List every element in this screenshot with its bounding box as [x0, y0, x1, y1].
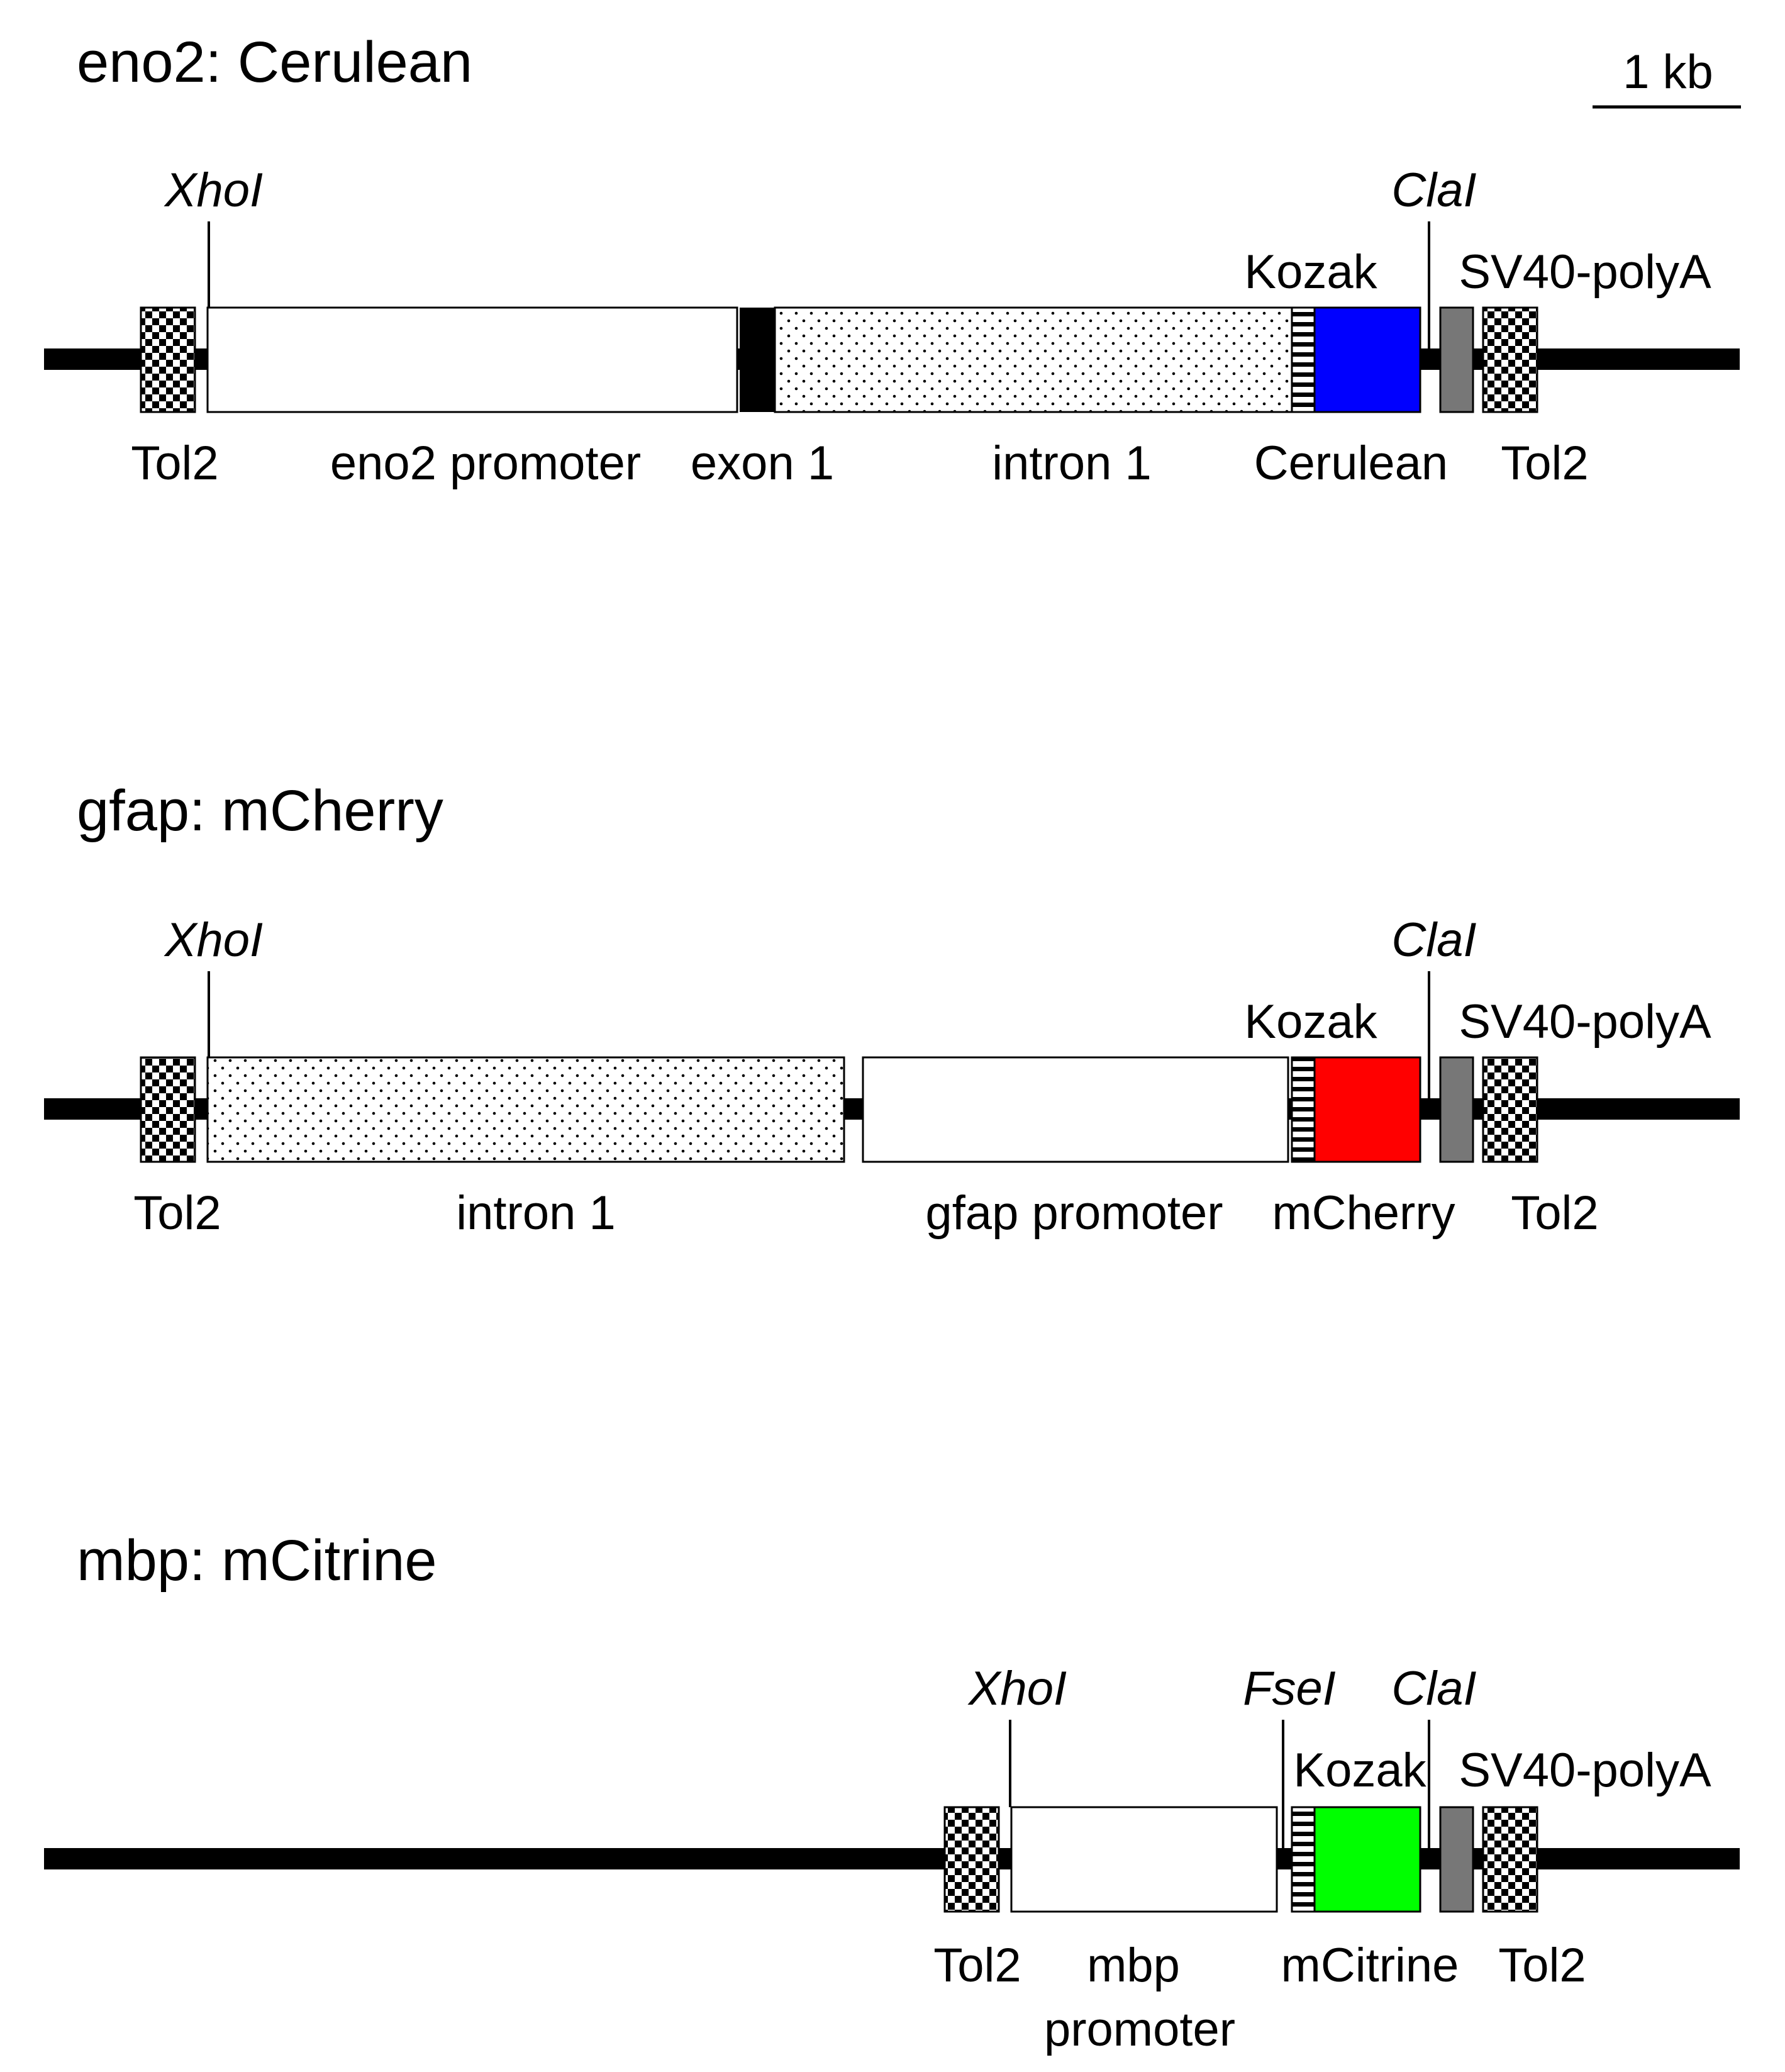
cerulean-box: [1313, 306, 1421, 413]
tol2-left-label: Tol2: [131, 437, 218, 490]
promoter-label-line2: promoter: [1044, 2003, 1235, 2056]
reporter-label: mCitrine: [1281, 1939, 1459, 1992]
scale-bar-label: 1 kb: [1623, 45, 1713, 99]
tol2-right-box: [1482, 1806, 1538, 1913]
promoter-label-line1: mbp: [1087, 1939, 1180, 1992]
construct-title: mbp: mCitrine: [77, 1529, 437, 1593]
sv40-polya-label: SV40-polyA: [1459, 245, 1711, 299]
construct-eno2-cerulean: eno2: Cerulean XhoI ClaI Kozak SV40-poly…: [44, 30, 1740, 490]
xhoi-label: XhoI: [164, 164, 263, 217]
xhoi-label: XhoI: [967, 1662, 1067, 1715]
tol2-right-label: Tol2: [1498, 1939, 1586, 1992]
clai-label: ClaI: [1391, 164, 1476, 217]
reporter-label: mCherry: [1272, 1186, 1455, 1240]
eno2-promoter-box: [206, 306, 738, 413]
tol2-right-label: Tol2: [1501, 437, 1588, 490]
construct-title: gfap: mCherry: [77, 779, 443, 843]
tol2-left-box: [140, 306, 196, 413]
exon-label: exon 1: [691, 437, 834, 490]
sv40-polya-box: [1439, 1056, 1474, 1163]
fsei-label: FseI: [1243, 1662, 1336, 1715]
sv40-polya-label: SV40-polyA: [1459, 995, 1711, 1049]
gfap-promoter-box: [862, 1056, 1289, 1163]
kozak-label: Kozak: [1293, 1744, 1426, 1797]
sv40-polya-label: SV40-polyA: [1459, 1744, 1711, 1797]
kozak-label: Kozak: [1244, 995, 1377, 1049]
mcherry-box: [1313, 1056, 1421, 1163]
tol2-left-box: [140, 1056, 196, 1163]
intron-label: intron 1: [992, 437, 1152, 490]
xhoi-label: XhoI: [164, 913, 263, 967]
exon1-box: [740, 308, 775, 412]
scale-bar: 1 kb: [1593, 45, 1741, 109]
clai-label: ClaI: [1391, 1662, 1476, 1715]
mcitrine-box: [1313, 1806, 1421, 1913]
construct-gfap-mcherry: gfap: mCherry XhoI ClaI Kozak SV40-polyA…: [44, 779, 1740, 1240]
construct-title: eno2: Cerulean: [77, 30, 472, 94]
sv40-polya-box: [1439, 1806, 1474, 1913]
tol2-left-label: Tol2: [933, 1939, 1021, 1992]
construct-mbp-mcitrine: mbp: mCitrine XhoI FseI ClaI Kozak SV40-…: [44, 1529, 1740, 2056]
clai-label: ClaI: [1391, 913, 1476, 967]
intron1-box: [206, 1056, 845, 1163]
intron1-box: [774, 306, 1293, 413]
intron-label: intron 1: [456, 1186, 616, 1240]
tol2-right-label: Tol2: [1511, 1186, 1598, 1240]
kozak-box: [1291, 1806, 1316, 1913]
kozak-box: [1291, 1056, 1316, 1163]
sv40-polya-box: [1439, 306, 1474, 413]
tol2-left-label: Tol2: [133, 1186, 221, 1240]
tol2-right-box: [1482, 1056, 1538, 1163]
promoter-label: gfap promoter: [925, 1186, 1223, 1240]
tol2-right-box: [1482, 306, 1538, 413]
kozak-label: Kozak: [1244, 245, 1377, 299]
promoter-label: eno2 promoter: [330, 437, 641, 490]
tol2-left-box: [943, 1806, 1000, 1913]
reporter-label: Cerulean: [1254, 437, 1448, 490]
mbp-promoter-box: [1010, 1806, 1278, 1913]
kozak-box: [1291, 306, 1316, 413]
